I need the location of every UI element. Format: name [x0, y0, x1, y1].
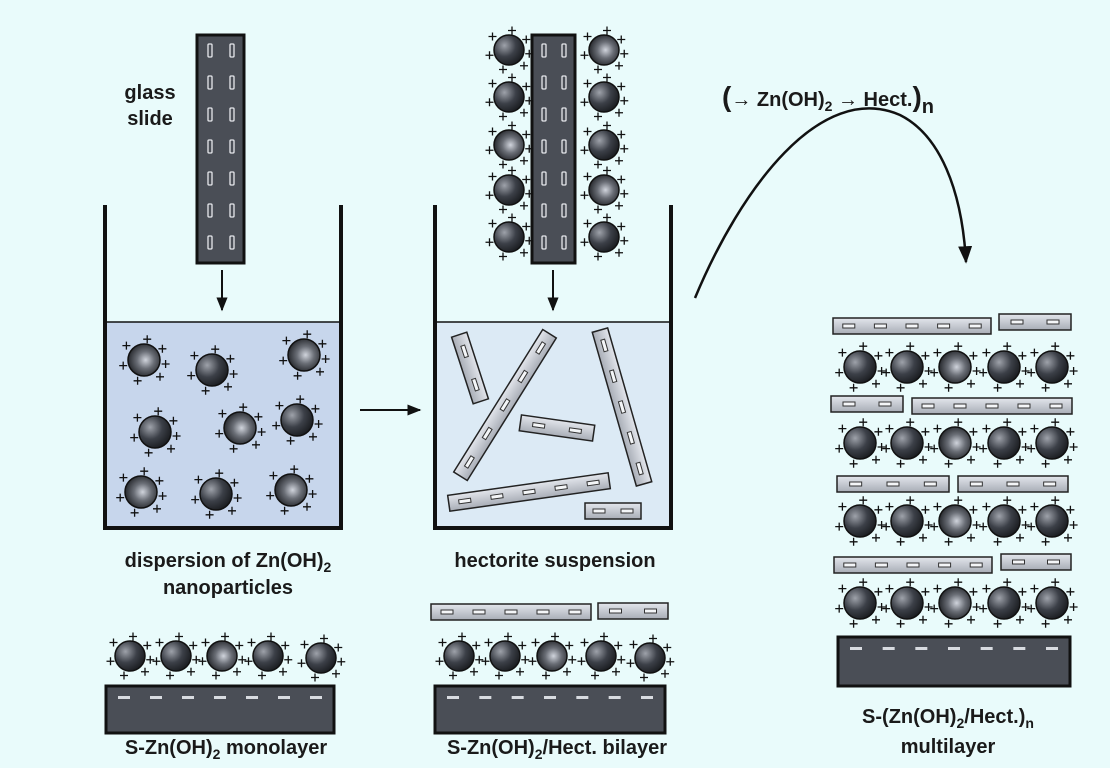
nanoparticle — [882, 578, 933, 628]
nanoparticle — [882, 418, 933, 468]
nanoparticle — [1027, 342, 1078, 392]
nanoparticle — [279, 330, 330, 380]
glass-substrate — [433, 684, 667, 735]
nanoparticle — [580, 121, 629, 169]
hectorite-sheet — [1000, 553, 1072, 571]
dispersion-label: dispersion of Zn(OH)2 nanoparticles — [124, 550, 332, 599]
nanoparticle — [835, 578, 886, 628]
nanoparticle — [835, 342, 886, 392]
nanoparticle — [1027, 578, 1078, 628]
hectorite-sheet — [833, 556, 993, 574]
nanoparticle — [266, 465, 317, 515]
nanoparticle — [930, 578, 981, 628]
hectorite-layers — [430, 313, 1073, 621]
cycle-label: (→ Zn(OH)2 → Hect.)n — [722, 81, 935, 118]
repeat-cycle-arrow — [693, 107, 973, 299]
nanoparticle — [626, 634, 675, 682]
nanoparticle — [481, 632, 530, 680]
nanoparticle — [297, 634, 346, 682]
nanoparticle — [485, 213, 534, 261]
hectorite-sheet — [957, 475, 1069, 493]
hectorite-sheet — [430, 603, 592, 621]
nanoparticle — [580, 166, 629, 214]
hectorite-suspension-label: hectorite suspension — [454, 550, 656, 572]
hectorite-sheet — [446, 471, 612, 513]
nanoparticle — [580, 73, 629, 121]
nanoparticles — [106, 26, 1078, 682]
beaker-1-wall — [103, 205, 343, 530]
hectorite-sheet — [830, 395, 904, 413]
hectorite-sheet — [597, 602, 669, 620]
nanoparticle — [930, 342, 981, 392]
beaker-2-wall — [433, 205, 673, 530]
hectorite-sheets-in-suspension — [446, 326, 653, 520]
nanoparticle — [272, 395, 323, 445]
hectorite-sheet — [450, 331, 490, 405]
nanoparticle — [580, 26, 629, 74]
bilayer-label: S-Zn(OH)2/Hect. bilayer — [446, 737, 668, 762]
hectorite-sheet — [911, 397, 1073, 415]
nanoparticle — [979, 496, 1030, 546]
nanoparticle — [215, 403, 266, 453]
nanoparticle — [435, 632, 484, 680]
coated-glass-slide-vertical — [530, 33, 577, 265]
nanoparticle — [244, 632, 293, 680]
nanoparticle — [979, 418, 1030, 468]
nanoparticle — [882, 496, 933, 546]
multilayer-label: S-(Zn(OH)2/Hect.)n multilayer — [862, 706, 1034, 758]
nanoparticle — [528, 632, 577, 680]
nanoparticle — [835, 496, 886, 546]
hectorite-sheet — [518, 414, 596, 442]
nanoparticle — [187, 345, 238, 395]
hectorite-sheet — [452, 328, 558, 482]
nanoparticle — [930, 496, 981, 546]
hectorite-sheet — [584, 502, 642, 520]
nanoparticle — [1027, 418, 1078, 468]
nanoparticle — [979, 342, 1030, 392]
nanoparticle — [930, 418, 981, 468]
nanoparticle — [485, 26, 534, 74]
nanoparticle — [485, 121, 534, 169]
substrates — [104, 635, 1072, 735]
nanoparticle — [116, 467, 167, 517]
nanoparticle — [106, 632, 155, 680]
nanoparticle — [198, 632, 247, 680]
hectorite-sheet — [832, 317, 992, 335]
glass-slide-label: glass slide — [124, 82, 176, 130]
nanoparticle — [152, 632, 201, 680]
nanoparticle — [130, 407, 181, 457]
nanoparticle — [1027, 496, 1078, 546]
monolayer-label: S-Zn(OH)2 monolayer — [124, 737, 328, 762]
nanoparticle — [119, 335, 170, 385]
glass-substrate — [104, 684, 336, 735]
hectorite-sheet — [591, 326, 653, 488]
nanoparticle — [485, 166, 534, 214]
hectorite-sheet — [836, 475, 950, 493]
nanoparticle — [577, 632, 626, 680]
nanoparticle — [485, 73, 534, 121]
glass-substrate — [836, 635, 1072, 688]
nanoparticle — [835, 418, 886, 468]
nanoparticle — [979, 578, 1030, 628]
hectorite-sheet — [998, 313, 1072, 331]
glass-slide-vertical — [195, 33, 246, 265]
nanoparticle — [882, 342, 933, 392]
nanoparticle — [191, 469, 242, 519]
nanoparticle — [580, 213, 629, 261]
